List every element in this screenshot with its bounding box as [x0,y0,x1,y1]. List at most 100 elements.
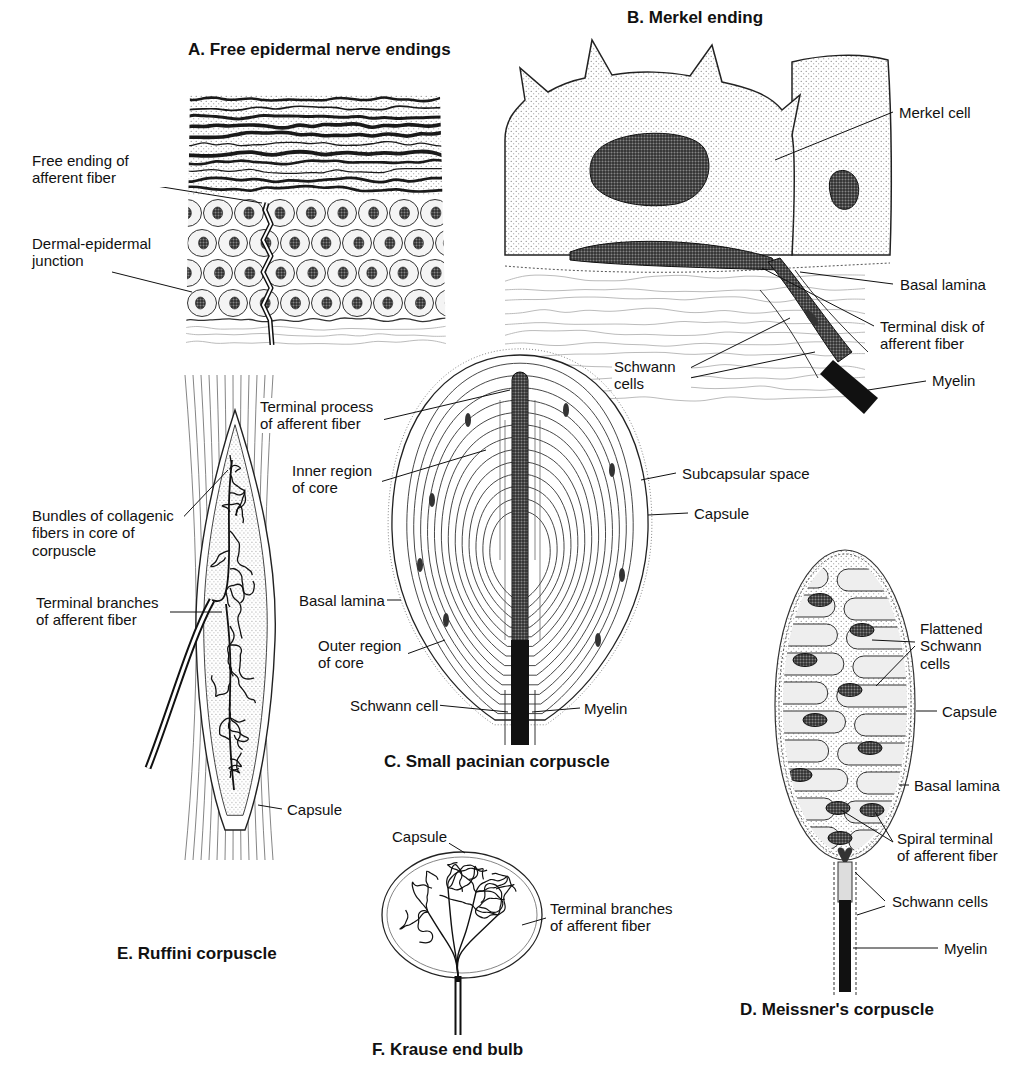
cell-nucleus [413,237,423,249]
terminal-branch [476,898,505,918]
schwann-cell-outline [535,690,536,745]
cell-nucleus [308,267,318,279]
lamella-nucleus [563,403,569,417]
cell-nucleus [291,297,301,309]
dermis-fiber [505,342,865,347]
lamella-nucleus [465,413,471,427]
leader-line [853,948,938,949]
leader-line [380,450,486,482]
terminal-process [512,372,528,647]
cornified-layer-line [180,142,444,147]
schwann-cell-outline [795,270,868,352]
part-label: Terminal disk of afferent fiber [878,318,1022,353]
inner-core-line [535,400,536,560]
part-label: Capsule [940,703,999,720]
part-label: Spiral terminal of afferent fiber [895,830,1009,865]
part-label: Basal lamina [898,276,988,293]
cornified-layer-line [180,132,444,137]
terminal-branch [230,664,256,703]
cell-nucleus [400,207,410,219]
cell-nucleus [195,297,205,309]
krause-panel [382,852,542,1035]
cell-nucleus [431,207,441,219]
flattened-schwann-cell [770,711,846,733]
terminal-branch [230,490,246,516]
lamella-nucleus [609,463,615,477]
cell-nucleus [383,297,393,309]
keratinocyte-cell [359,260,388,287]
part-label: Schwann cells [612,358,691,393]
part-label: Bundles of collagenic fibers in core of … [30,507,184,559]
part-label: Flattened Schwann cells [918,620,1007,672]
cell-nucleus [398,267,408,279]
terminal-branch [440,895,498,915]
krause-capsule-inner [387,857,537,973]
cell-nucleus [415,297,425,309]
keratinocyte-cell [328,200,357,227]
keratinocyte-cell [421,200,450,227]
panel-title: B. Merkel ending [625,8,765,28]
keratinocyte-cell [421,260,450,287]
keratinocyte-cell [219,290,248,317]
keratinocyte-cell [219,230,248,257]
lamella-nucleus [619,568,625,582]
part-label: Myelin [930,372,977,389]
cell-nucleus [445,297,455,309]
terminal-branch [222,504,243,524]
terminal-branch [426,871,438,912]
dermis-ground [180,320,450,350]
panel-title: A. Free epidermal nerve endings [186,40,453,60]
terminal-branch [418,911,433,943]
flattened-schwann-cell [855,714,924,736]
cell-nucleus [181,267,191,279]
leader-line [150,185,262,203]
afferent-fiber-outline [263,203,272,345]
cornified-layer-line [180,169,444,174]
leader-line [387,600,401,601]
dermis-fiber [505,275,865,281]
dermis-fiber [505,330,865,335]
leader-line [857,906,885,915]
lamella-nucleus [595,633,601,647]
afferent-fiber-core [263,203,272,345]
cell-nucleus [367,267,377,279]
part-label: Dermal-epidermal junction [30,235,169,270]
spiral-terminal [793,654,817,667]
terminal-branch [400,910,428,929]
schwann-cell-outline [856,862,857,995]
pacinian-panel [388,349,652,745]
keratinocyte-cell [405,230,434,257]
flattened-schwann-cell [770,566,828,588]
panel-title: E. Ruffini corpuscle [115,944,279,964]
leader-line [868,381,926,390]
flattened-schwann-cell [770,740,829,762]
terminal-branch [496,885,514,915]
terminal-branch [476,891,503,912]
flattened-schwann-cell [844,598,924,620]
part-label: Terminal branches of afferent fiber [548,900,684,935]
keratinocyte-cell [173,200,202,227]
cell-nucleus [244,207,254,219]
terminal-branch [211,550,230,567]
terminal-branch [229,702,242,750]
cell-nucleus [213,207,223,219]
leader-line [872,640,915,642]
lamella-nucleus [443,613,449,627]
cell-nucleus [229,237,239,249]
cell-nucleus [215,267,225,279]
keratinocyte-cell [359,200,388,227]
leader-line [899,785,909,786]
ruffini-capsule [196,410,275,830]
keratinocyte-cell [297,200,326,227]
schwann-cell-outline [505,690,506,745]
ruffini-core [204,425,268,816]
cell-nucleus [322,297,332,309]
panel-title: C. Small pacinian corpuscle [382,752,612,772]
keratinocyte-cell [328,260,357,287]
myelin-sheath [839,900,851,992]
cornified-layer-line [180,186,444,191]
spiral-terminal [803,714,827,727]
inner-core-line [505,420,506,640]
cell-nucleus [443,237,453,249]
